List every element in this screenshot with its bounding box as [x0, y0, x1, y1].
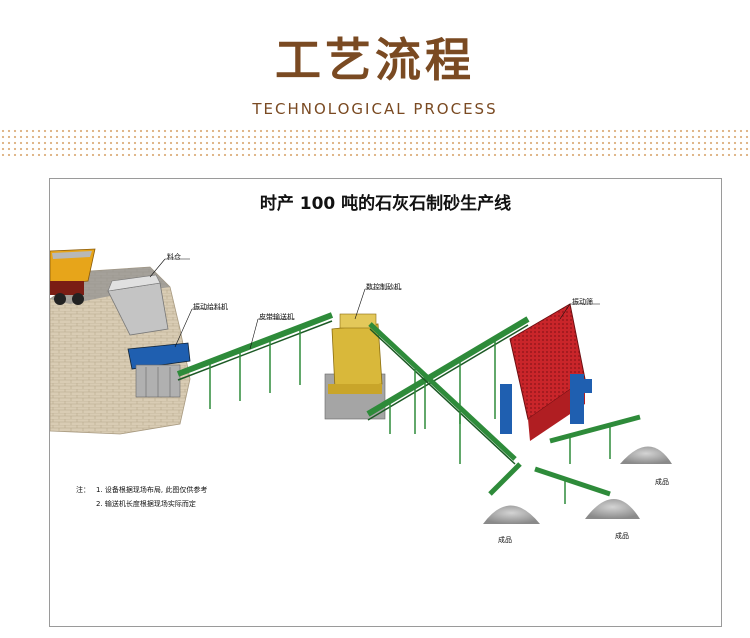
- label-belt-conveyor: 皮带输送机: [259, 313, 294, 321]
- label-product-right: 成品: [655, 478, 669, 486]
- product-conveyor-middle: [534, 466, 611, 504]
- production-line-illustration: [50, 248, 672, 524]
- stockpile-middle: [585, 499, 640, 519]
- note-line-2: 2. 输送机长度根据现场实际而定: [96, 500, 196, 508]
- product-conveyor-right: [549, 414, 641, 464]
- label-vibrating-feeder: 振动给料机: [193, 303, 228, 311]
- notes-prefix: 注：: [76, 486, 90, 494]
- stockpile-left: [483, 505, 540, 524]
- stockpile-right: [620, 446, 672, 464]
- process-diagram: 时产 100 吨的石灰石制砂生产线: [49, 178, 722, 627]
- label-sand-maker: 数控制砂机: [366, 283, 401, 291]
- dump-truck: [50, 248, 96, 305]
- belt-conveyor-1: [176, 312, 334, 409]
- return-conveyor: [368, 322, 517, 465]
- label-vibrating-screen: 振动筛: [572, 298, 593, 306]
- note-line-1: 1. 设备根据现场布局, 此图仅供参考: [96, 486, 208, 494]
- diagram-title: 时产 100 吨的石灰石制砂生产线: [259, 194, 512, 214]
- sand-maker: [324, 313, 386, 420]
- label-product-left: 成品: [498, 536, 512, 544]
- label-product-middle: 成品: [615, 532, 629, 540]
- page-subtitle: TECHNOLOGICAL PROCESS: [252, 100, 498, 118]
- hopper: [107, 274, 169, 336]
- vibrating-screen: [500, 303, 592, 441]
- product-conveyor-left: [488, 462, 522, 496]
- leader-lines: [149, 258, 600, 350]
- vibrating-feeder: [127, 342, 191, 398]
- label-hopper: 料仓: [167, 253, 181, 261]
- dotted-divider: [0, 128, 750, 156]
- page-title: 工艺流程: [275, 33, 475, 87]
- belt-conveyor-2: [366, 316, 530, 434]
